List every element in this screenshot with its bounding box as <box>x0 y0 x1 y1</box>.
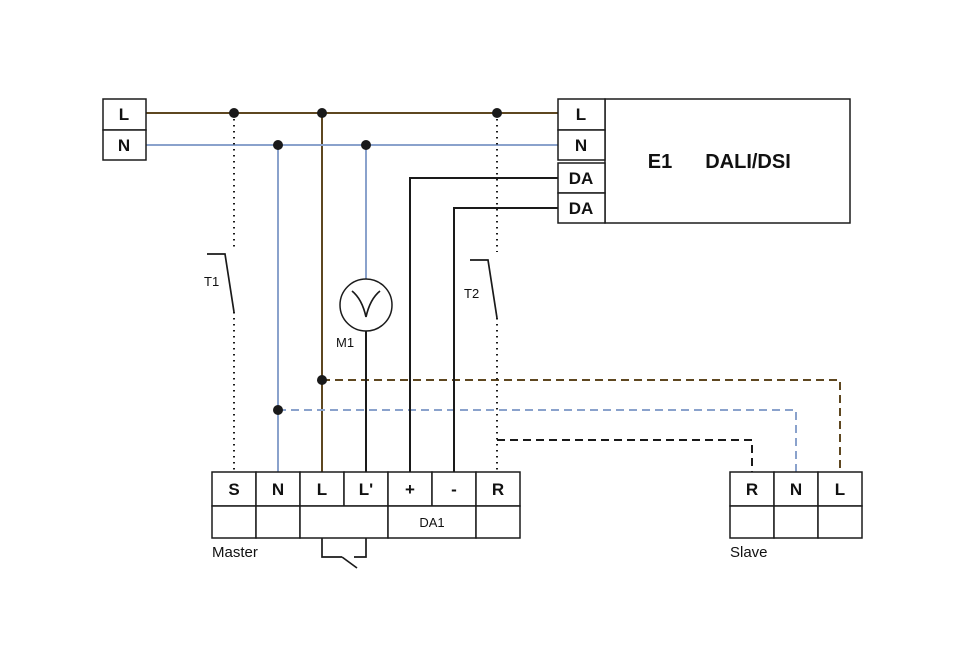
live-link-wire-to-slave-l <box>322 379 841 472</box>
supply-l-label: L <box>119 105 129 124</box>
slave-lower-cell-r <box>729 505 775 539</box>
slave-terminal-r-label: R <box>746 480 758 499</box>
r-link-wire-to-slave-r <box>497 439 753 472</box>
mains-supply: L N <box>102 98 147 161</box>
t1-switch-label: T1 <box>204 274 219 289</box>
master-terminal-n <box>255 471 301 507</box>
master-terminal-lprime-label: L' <box>359 480 373 499</box>
junction-dot <box>273 140 283 150</box>
junction-dots <box>229 108 502 415</box>
junction-dot <box>361 140 371 150</box>
junction-dot <box>317 108 327 118</box>
slave-terminal-l-label: L <box>835 480 845 499</box>
slave-terminal-l <box>817 471 863 507</box>
ballast-terminal-da2-label: DA <box>569 199 594 218</box>
slave-lower-cell-n <box>773 505 819 539</box>
t2-switch-blade <box>470 259 498 319</box>
ballast-e1: L N DA DA E1 DALI/DSI <box>557 98 851 224</box>
fan-symbol <box>339 278 393 332</box>
master-lower-cell-llprime <box>299 505 389 539</box>
neutral-link-wire-to-slave-n <box>278 409 797 472</box>
slave-caption: Slave <box>730 544 768 561</box>
fan-label: M1 <box>336 335 354 350</box>
master-lower-cell-da <box>387 505 477 539</box>
master-terminal-plus-label: + <box>405 480 415 499</box>
ballast-terminal-da1-label: DA <box>569 169 594 188</box>
supply-l-box <box>102 98 147 131</box>
master-caption: Master <box>212 544 258 561</box>
master-terminal-n-label: N <box>272 480 284 499</box>
master-terminal-block: S N L L' + - R DA1 Master <box>211 471 521 561</box>
supply-n-label: N <box>118 136 130 155</box>
slave-lower-cell-l <box>817 505 863 539</box>
master-lower-cell-r <box>475 505 521 539</box>
master-lower-cell-n <box>255 505 301 539</box>
master-terminal-s-label: S <box>228 480 239 499</box>
master-lower-cell-s <box>211 505 257 539</box>
junction-dot <box>273 405 283 415</box>
master-l-lprime-jumper <box>321 538 367 569</box>
neutral-wires <box>146 144 797 472</box>
master-terminal-r <box>475 471 521 507</box>
dali-plus-wire <box>409 177 558 472</box>
live-wires <box>146 112 841 472</box>
master-terminal-minus-label: - <box>451 480 457 499</box>
signal-wires <box>207 113 753 569</box>
ballast-terminal-l-label: L <box>576 105 586 124</box>
slave-terminal-block: R N L Slave <box>729 471 863 561</box>
junction-dot <box>492 108 502 118</box>
fan-blades-icon <box>351 290 381 318</box>
slave-terminal-r <box>729 471 775 507</box>
junction-dot <box>317 375 327 385</box>
ballast-terminal-n <box>557 129 606 161</box>
fan-m1: M1 <box>336 278 393 350</box>
junction-dot <box>229 108 239 118</box>
master-da1-label: DA1 <box>419 515 444 530</box>
master-terminal-plus <box>387 471 433 507</box>
supply-n-box <box>102 129 147 161</box>
slave-terminal-n-label: N <box>790 480 802 499</box>
t1-switch-blade <box>207 253 235 313</box>
master-terminal-r-label: R <box>492 480 504 499</box>
ballast-terminal-n-label: N <box>575 136 587 155</box>
ballast-bus-label: DALI/DSI <box>705 151 791 173</box>
ballast-body <box>604 98 851 224</box>
master-terminal-lprime <box>343 471 389 507</box>
ballast-id-label: E1 <box>648 151 672 173</box>
t2-switch-label: T2 <box>464 286 479 301</box>
dali-minus-wire <box>453 207 558 472</box>
master-terminal-l-label: L <box>317 480 327 499</box>
ballast-terminal-da2 <box>557 192 606 224</box>
